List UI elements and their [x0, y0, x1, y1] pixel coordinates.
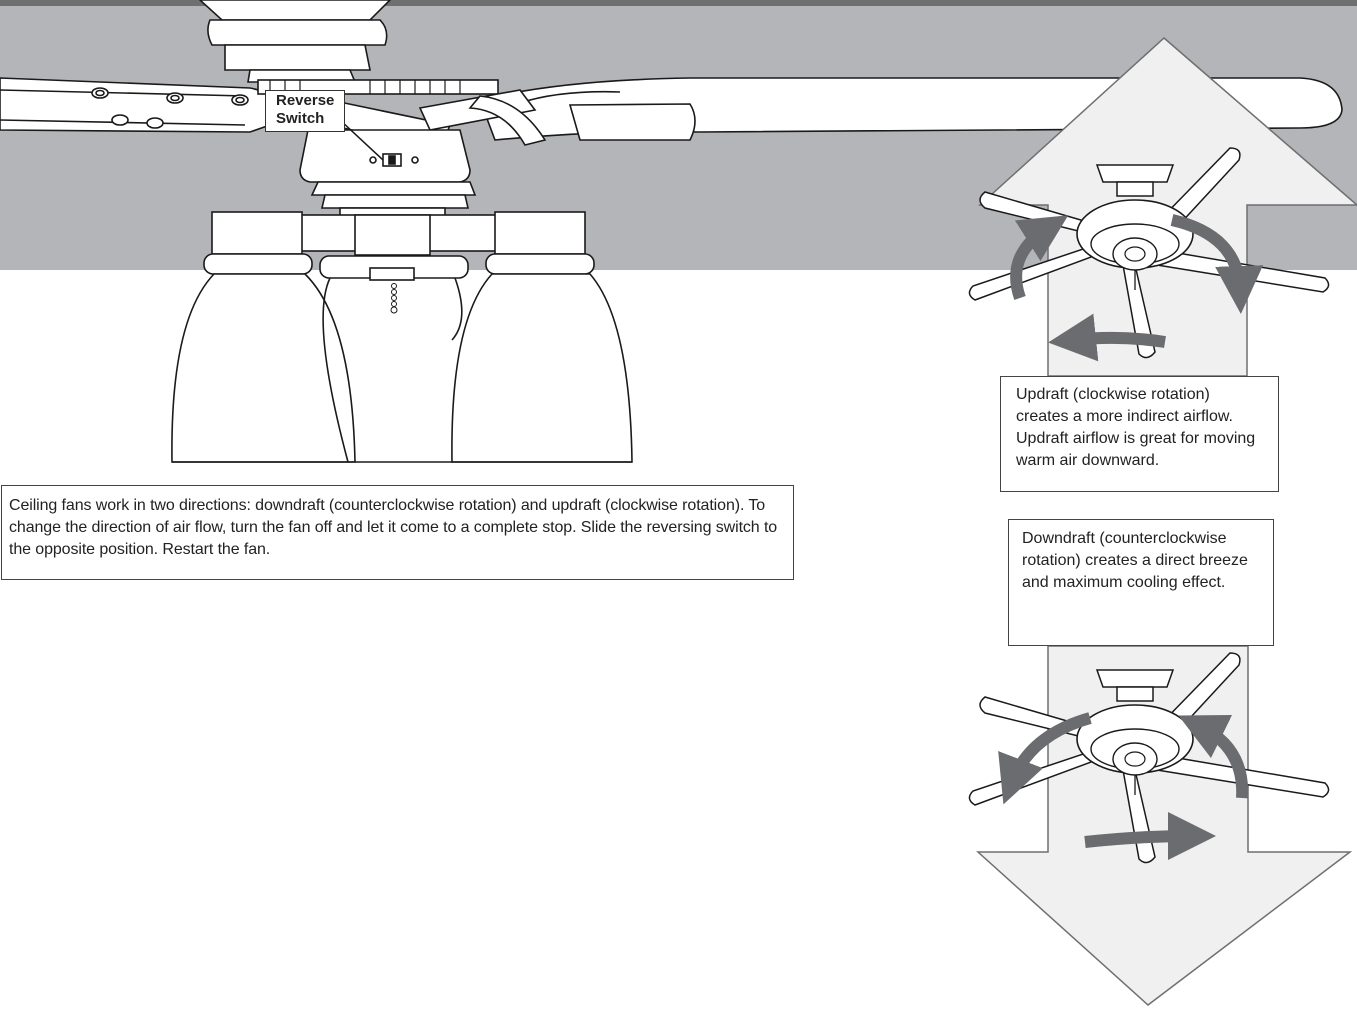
updraft-description: Updraft (clockwise rotation) creates a m…	[1000, 376, 1279, 492]
downdraft-description: Downdraft (counterclockwise rotation) cr…	[1008, 519, 1274, 646]
downdraft-arrow	[978, 646, 1350, 1005]
reverse-switch-label: Reverse Switch	[265, 90, 345, 132]
direction-instructions: Ceiling fans work in two directions: dow…	[1, 485, 794, 580]
